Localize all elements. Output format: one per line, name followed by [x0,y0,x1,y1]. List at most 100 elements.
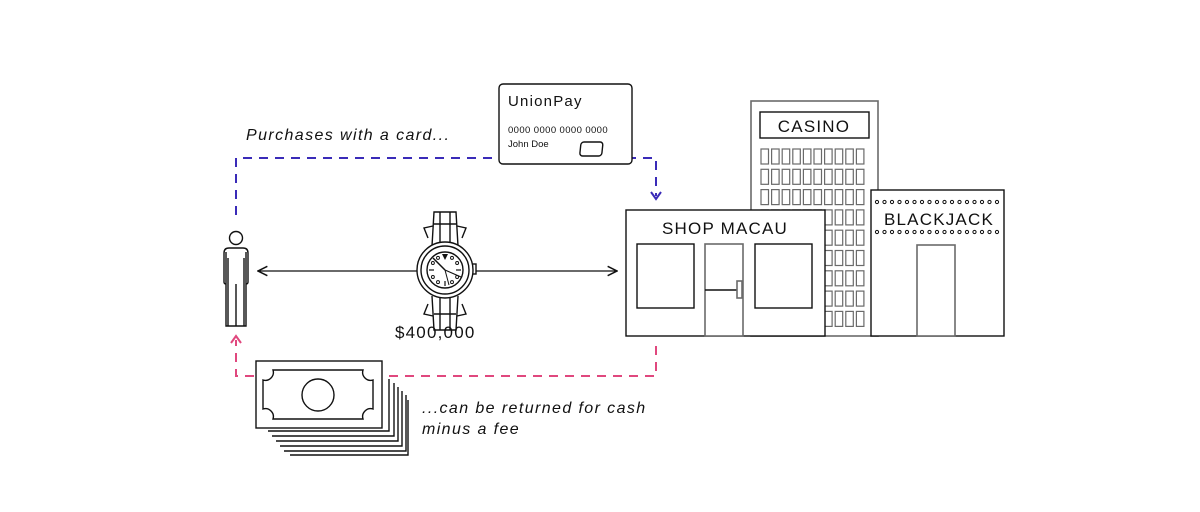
casino-window [845,229,854,246]
casino-window [760,189,770,206]
marquee-light [979,199,985,205]
casino-window [855,310,865,327]
watch-index [450,255,454,260]
casino-window [855,270,865,287]
casino-window [845,168,854,185]
marquee-light [882,229,887,235]
casino-window [823,229,833,246]
marquee-light [897,199,902,205]
refund-flow-arrow [230,334,657,377]
casino-window [802,168,812,185]
marquee-light [987,229,992,235]
casino-window [845,189,854,206]
casino-window [760,168,770,185]
casino-window [855,168,865,185]
marquee-light [889,199,895,205]
marquee-light [927,199,932,205]
casino-window [792,189,801,206]
marquee-light [897,229,902,235]
casino-window [845,249,854,267]
card-chip [579,141,604,157]
card-holder: John Doe [508,139,549,150]
casino-sign: CASINO [778,117,850,136]
marquee-light [964,199,970,205]
casino-window [834,148,844,165]
casino-window [834,310,844,327]
shop-window-left [636,243,695,309]
marquee-light [949,199,955,205]
casino-window [813,148,823,165]
marquee-light [934,229,940,235]
refund-caption-line2: minus a fee [422,421,520,438]
casino-window [770,168,780,185]
casino-window [834,189,844,206]
casino-window [802,189,812,206]
marquee-light [882,199,887,205]
casino-window [770,189,780,206]
marquee-light [874,199,880,205]
marquee-light [912,229,917,235]
casino-window [855,249,865,267]
casino-window [823,249,833,267]
casino-window [845,209,854,226]
casino-window [781,148,791,165]
casino-window [781,168,791,185]
casino-window [792,168,801,185]
credit-card-icon: UnionPay 0000 0000 0000 0000 John Doe [498,83,633,165]
casino-window [781,189,791,206]
casino-window [760,148,770,165]
casino-window [813,168,823,185]
casino-window [823,168,833,185]
storefront-icon: SHOP MACAU [625,209,826,337]
marquee-light [994,199,1000,205]
marquee-light [949,229,955,235]
casino-window [834,249,844,267]
casino-window [845,270,854,287]
watch-index [455,261,460,265]
purchase-flow-arrow [235,157,662,215]
casino-window [834,290,844,307]
door-handle [736,280,743,299]
marquee-light [957,199,962,205]
casino-window [823,310,833,327]
marquee-light [942,199,947,205]
casino-window [855,189,865,206]
casino-window [823,189,833,206]
casino-window [845,148,854,165]
casino-window [855,148,865,165]
casino-window [802,148,812,165]
casino-window [823,270,833,287]
casino-window [855,229,865,246]
casino-window [855,209,865,226]
marquee-light [889,229,895,235]
marquee-light [972,199,977,205]
shop-window-right [754,243,813,309]
blackjack-building-icon: BLACKJACK [870,189,1005,337]
casino-window [834,229,844,246]
marquee-light [874,229,880,235]
casino-window [845,290,854,307]
watch-index [450,280,454,285]
casino-window [770,148,780,165]
purchase-caption: Purchases with a card... [246,127,450,144]
marquee-light [964,229,970,235]
banknote-stack-icon [255,360,409,456]
casino-window [834,168,844,185]
marquee-light [934,199,940,205]
person-icon [223,230,249,327]
price-label: $400,000 [395,323,476,342]
watch-index [430,261,435,265]
marquee-light [994,229,1000,235]
shop-sign: SHOP MACAU [662,219,788,238]
marquee-light [957,229,962,235]
marquee-light [979,229,985,235]
marquee-light [912,199,917,205]
marquee-light [919,229,925,235]
marquee-light [972,229,977,235]
casino-window [823,290,833,307]
watch-index [436,255,440,260]
marquee-light [987,199,992,205]
wristwatch-icon [416,211,477,331]
card-number: 0000 0000 0000 0000 [508,125,608,136]
